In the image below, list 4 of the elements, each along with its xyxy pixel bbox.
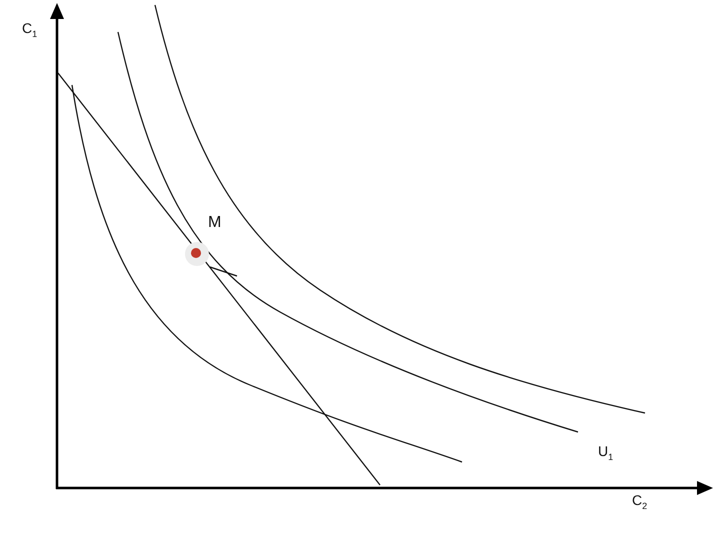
axis-label: C$_{1}$ (22, 20, 38, 41)
curve-label: U$_{1}$ (598, 443, 614, 464)
axis-label: C$_{2}$ (632, 492, 648, 513)
point-label: M (208, 215, 222, 231)
